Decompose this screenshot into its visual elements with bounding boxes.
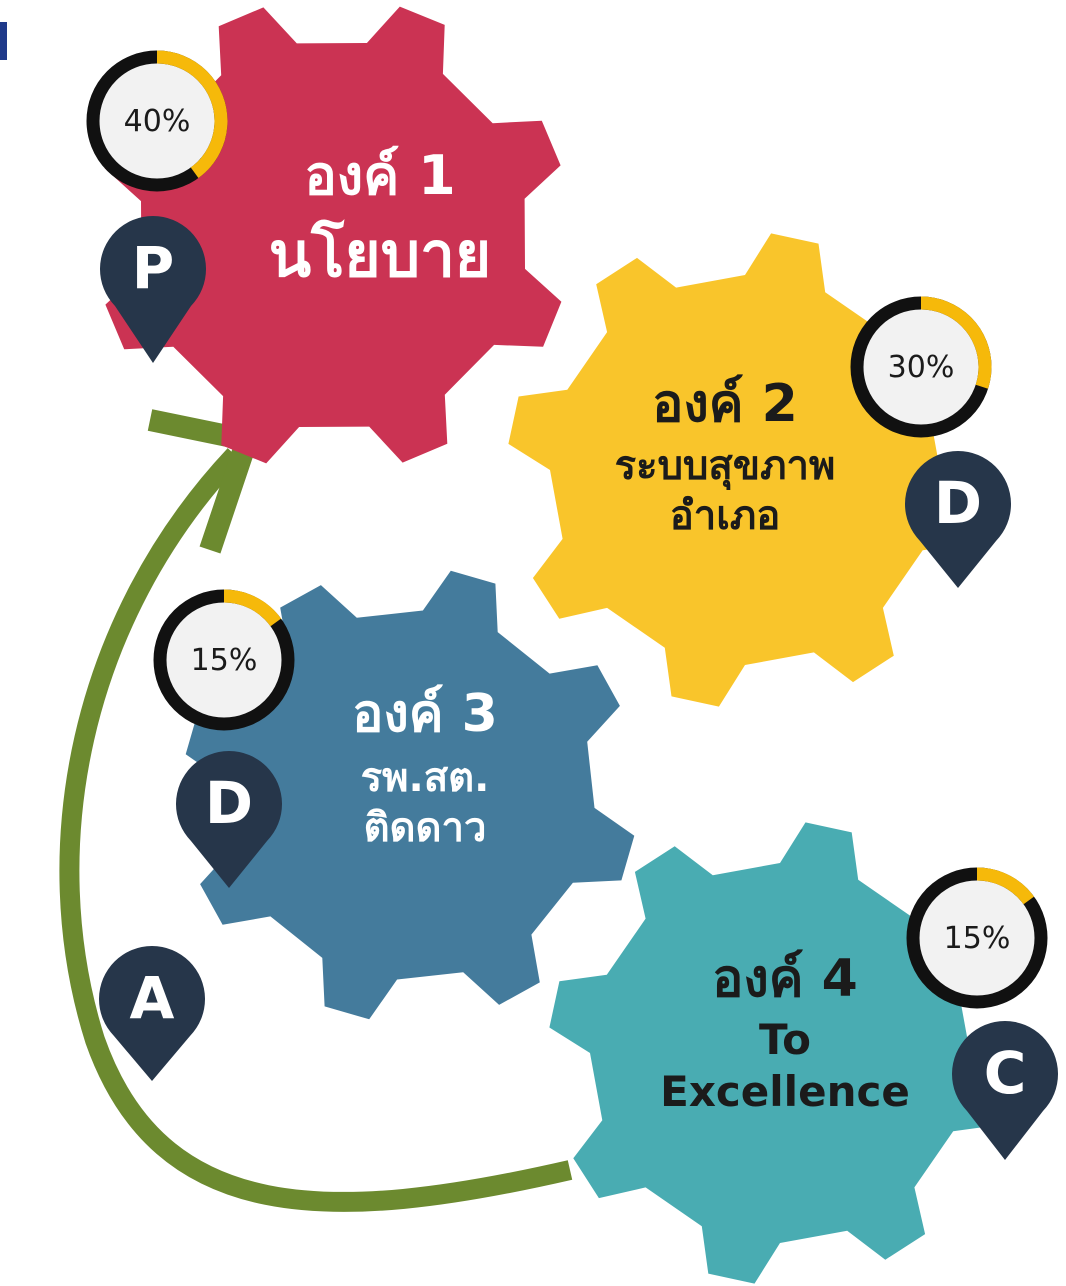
gear-4-title: องค์ 4 xyxy=(712,949,858,1009)
gear-3-title: องค์ 3 xyxy=(352,684,498,744)
progress-ring-graphic xyxy=(850,296,992,438)
pdca-pin-a: A xyxy=(99,945,205,1095)
gear-1-text: องค์ 1 นโยบาย xyxy=(230,144,530,292)
pdca-pin-p: P xyxy=(100,215,206,365)
map-pin-icon xyxy=(176,751,282,888)
gear-3-subtitle-line1: รพ.สต. xyxy=(360,754,490,801)
map-pin-icon xyxy=(952,1021,1058,1160)
gear-4-text: องค์ 4 To Excellence xyxy=(600,949,970,1117)
progress-ring-1-label: 40% xyxy=(123,103,191,139)
gear-component-4 xyxy=(545,820,1015,1286)
progress-ring-graphic xyxy=(153,589,295,731)
gear-4-subtitle-line1: To xyxy=(759,1014,811,1064)
gear-4-subtitle-line2: Excellence xyxy=(660,1067,910,1117)
gear-component-3 xyxy=(175,560,645,1030)
gear-1-subtitle: นโยบาย xyxy=(268,218,492,292)
gear-2-text: องค์ 2 ระบบสุขภาพ อำเภอ xyxy=(545,374,905,539)
cycle-arrow-path xyxy=(59,448,573,1212)
progress-ring-3: 15% xyxy=(150,586,298,734)
progress-ring-4: 15% xyxy=(903,864,1051,1012)
progress-ring-graphic xyxy=(86,50,228,192)
edge-marker xyxy=(0,22,7,60)
pdca-pin-c-letter: C xyxy=(983,1039,1027,1107)
map-pin-icon xyxy=(99,946,205,1081)
progress-ring-2: 30% xyxy=(847,293,995,441)
map-pin-icon xyxy=(100,216,206,363)
gear-3-text: องค์ 3 รพ.สต. ติดดาว xyxy=(285,684,565,851)
gear-2-subtitle-line2: อำเภอ xyxy=(669,492,781,539)
progress-ring-3-label: 15% xyxy=(190,642,258,678)
progress-ring-4-label: 15% xyxy=(943,920,1011,956)
progress-ring-2-label: 30% xyxy=(887,349,955,385)
map-pin-icon xyxy=(905,451,1011,588)
pdca-pin-a-letter: A xyxy=(129,964,175,1032)
progress-ring-graphic xyxy=(906,867,1048,1009)
gear-3-subtitle-line2: ติดดาว xyxy=(363,804,487,851)
pdca-pin-d-3: D xyxy=(176,750,282,900)
pdca-pin-c: C xyxy=(952,1020,1058,1170)
pdca-pin-p-letter: P xyxy=(131,234,175,302)
gear-shape xyxy=(549,822,1011,1284)
progress-ring-1: 40% xyxy=(83,47,231,195)
pdca-pin-d-2-letter: D xyxy=(933,469,983,537)
pdca-pin-d-3-letter: D xyxy=(204,769,254,837)
gear-2-subtitle-line1: ระบบสุขภาพ xyxy=(614,442,836,489)
gear-2-title: องค์ 2 xyxy=(652,374,798,434)
gear-1-title: องค์ 1 xyxy=(304,144,456,207)
gear-shape xyxy=(185,570,635,1020)
pdca-pin-d-2: D xyxy=(905,450,1011,600)
